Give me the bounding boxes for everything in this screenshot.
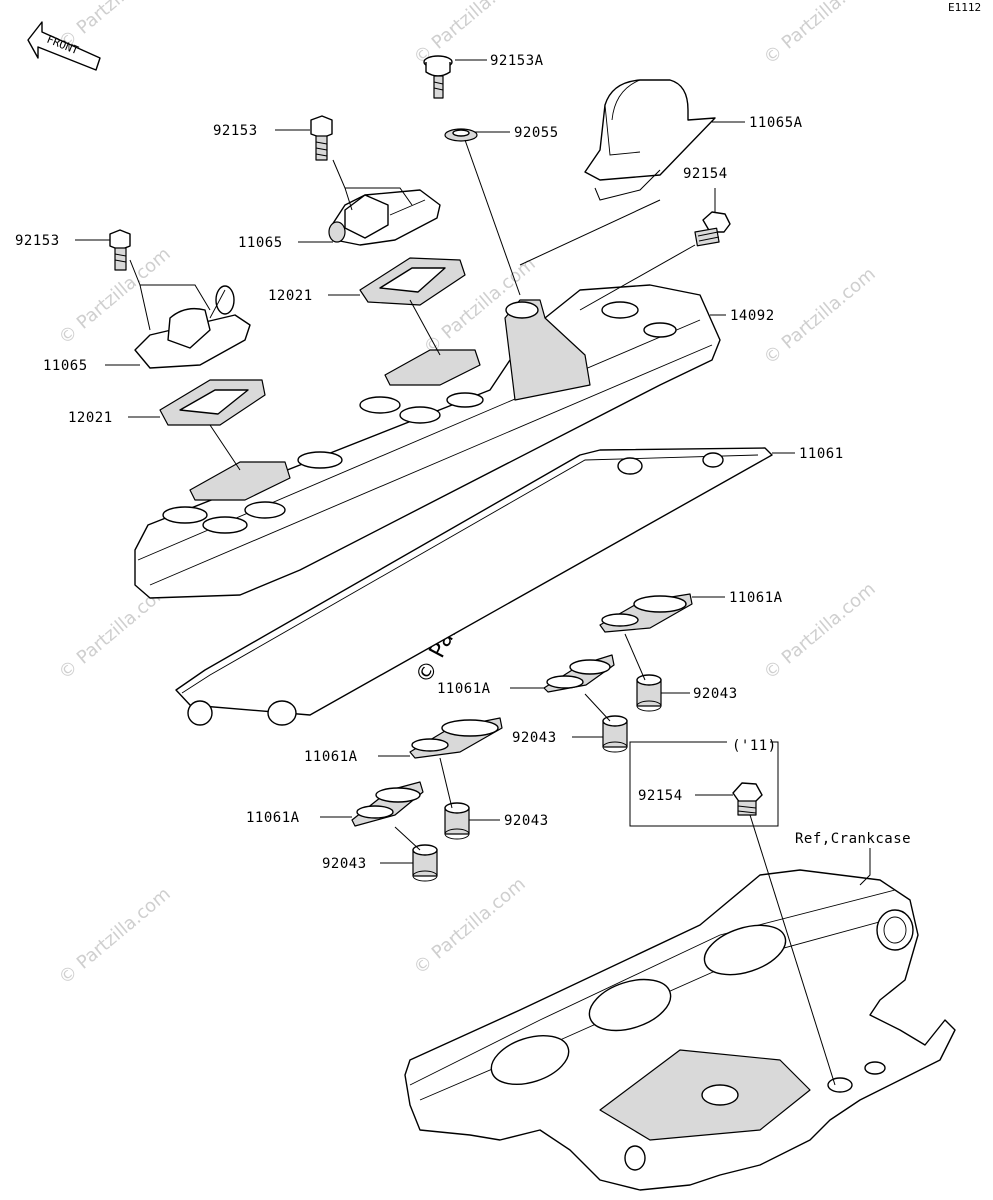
label-92043-4: 92043 xyxy=(322,856,367,872)
inset-box-2011 xyxy=(629,741,779,827)
label-92153-left: 92153 xyxy=(15,233,60,249)
diagram-code: E1112 xyxy=(948,1,981,14)
label-11061a-2: 11061A xyxy=(437,681,491,697)
label-14092: 14092 xyxy=(730,308,775,324)
washer-92055-icon xyxy=(444,128,478,142)
label-11061a-3: 11061A xyxy=(304,749,358,765)
label-11061a-4: 11061A xyxy=(246,810,300,826)
part-labels: 92153A 92055 11065A 92154 92153 11065 92… xyxy=(15,53,911,872)
watermark: © Partzilla.com xyxy=(760,263,880,368)
bolt-92153a-icon xyxy=(423,55,453,99)
bolt-92153-left-icon xyxy=(109,229,131,271)
label-12021-upper: 12021 xyxy=(268,288,313,304)
label-92043-1: 92043 xyxy=(693,686,738,702)
gasket-11061-icon xyxy=(175,447,773,726)
label-year-2011: ('11) xyxy=(732,738,777,754)
watermark: © Partzilla.com xyxy=(55,883,175,988)
gasket-11061a-3-icon xyxy=(409,717,503,759)
label-11065a: 11065A xyxy=(749,115,803,131)
plug-92154-top-icon xyxy=(694,211,731,247)
label-92055: 92055 xyxy=(514,125,559,141)
label-92153-upper: 92153 xyxy=(213,123,258,139)
bolt-92153-upper-icon xyxy=(310,115,333,161)
dowel-92043-4-icon xyxy=(412,844,438,882)
gasket-11061a-4-icon xyxy=(351,781,424,827)
label-11061a-1: 11061A xyxy=(729,590,783,606)
watermark: © Partzilla.com xyxy=(760,0,880,69)
dowel-92043-3-icon xyxy=(444,802,470,840)
breather-11065-left-icon xyxy=(134,285,251,369)
label-92154-inset: 92154 xyxy=(638,788,683,804)
dowel-92043-2-icon xyxy=(602,715,628,753)
crankcase-reference-icon xyxy=(404,869,956,1191)
breather-11065-upper-icon xyxy=(328,189,441,246)
leader-lines xyxy=(75,59,871,1086)
label-92154-top: 92154 xyxy=(683,166,728,182)
label-92043-2: 92043 xyxy=(512,730,557,746)
gasket-11061a-1-icon xyxy=(599,593,693,633)
watermark: © Partzilla.com xyxy=(410,873,530,978)
gasket-12021-upper-icon xyxy=(359,257,466,306)
label-92043-3: 92043 xyxy=(504,813,549,829)
cover-11065a-icon xyxy=(584,79,716,181)
label-ref-crankcase: Ref,Crankcase xyxy=(795,831,911,847)
label-12021-lower: 12021 xyxy=(68,410,113,426)
label-11065-upper: 11065 xyxy=(238,235,283,251)
watermarks: © Partzilla.com © Partzilla.com © Partzi… xyxy=(55,0,880,989)
label-11065-left: 11065 xyxy=(43,358,88,374)
gasket-11061a-2-icon xyxy=(543,654,615,693)
plug-92154-inset-icon xyxy=(732,782,763,816)
label-92153a: 92153A xyxy=(490,53,544,69)
gasket-12021-lower-icon xyxy=(159,379,266,426)
label-11061: 11061 xyxy=(799,446,844,462)
cylinder-head-cover-14092-icon xyxy=(134,284,721,599)
dowel-92043-1-icon xyxy=(636,674,662,712)
